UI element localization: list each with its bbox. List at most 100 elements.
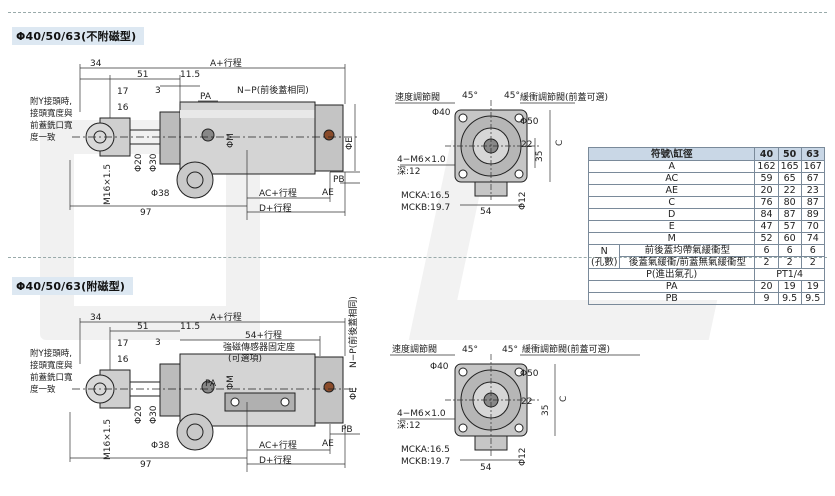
- label-35: 35: [535, 151, 545, 162]
- dim-17: 17: [117, 87, 128, 97]
- mag-dim-pb: PB: [341, 425, 353, 435]
- header-symbol: 符號\缸徑: [587, 147, 756, 161]
- header-50: 50: [777, 147, 802, 161]
- mag-dim-ac-stroke: AC+行程: [259, 439, 297, 451]
- label-speed-valve: 速度調節閥: [395, 91, 440, 103]
- mag-dim-d-stroke: D+行程: [259, 454, 291, 466]
- n-label-cell: N(孔數): [587, 244, 621, 269]
- mag-side-note-1: 附Y接頭時,: [30, 348, 72, 359]
- mag-side-note-2: 接頭寬度與: [30, 360, 73, 371]
- np-vertical-note: N−P(前後蓋相同): [347, 296, 359, 368]
- spec-table-header: 符號\缸徑 40 50 63: [587, 147, 825, 161]
- mag-dim-97: 97: [140, 460, 151, 470]
- dim-34: 34: [90, 59, 102, 69]
- dim-ae: AE: [322, 188, 334, 198]
- mag-label-c: C: [559, 396, 569, 402]
- mag-label-45deg-left: 45°: [462, 345, 478, 355]
- dim-phi-e: ΦE: [345, 137, 355, 150]
- dim-ac-stroke: AC+行程: [259, 187, 297, 199]
- mag-dim-phi20: Φ20: [134, 405, 144, 424]
- mag-label-m6: 4−M6×1.0: [397, 409, 446, 419]
- label-54: 54: [480, 207, 492, 217]
- sensor-note-2: (可選項): [228, 353, 262, 364]
- side-note-1: 附Y接頭時,: [30, 96, 72, 107]
- mag-dim-ae: AE: [322, 439, 334, 449]
- label-mckb: MCKB:19.7: [401, 203, 450, 213]
- table-row: P(進出氣孔)PT1/4: [587, 268, 825, 281]
- top-divider: [8, 12, 827, 13]
- side-note-3: 前蓋銑口寬: [30, 120, 73, 131]
- front-port: [201, 128, 215, 142]
- mid-divider: [8, 257, 827, 258]
- label-22: 22: [521, 140, 532, 150]
- mag-label-speed-valve: 速度調節閥: [392, 343, 437, 355]
- dim-3: 3: [155, 86, 161, 96]
- dim-m16: M16×1.5: [103, 164, 113, 205]
- dim-phi30: Φ30: [149, 153, 159, 172]
- mag-dim-phi38: Φ38: [151, 441, 170, 451]
- mount-circle: [176, 161, 214, 199]
- dim-phi20: Φ20: [134, 153, 144, 172]
- mag-label-35: 35: [541, 405, 551, 416]
- label-45deg-right: 45°: [504, 91, 520, 101]
- mag-side-note-4: 度一致: [30, 384, 56, 395]
- mag-dim-11-5: 11.5: [180, 322, 200, 332]
- rear-port: [323, 129, 335, 141]
- dim-pa: PA: [200, 92, 212, 102]
- dim-a-stroke: A+行程: [210, 57, 242, 69]
- header-40: 40: [754, 147, 779, 161]
- label-phi50: Φ50: [520, 117, 539, 127]
- mag-label-22: 22: [521, 397, 532, 407]
- mag-label-depth: 深:12: [397, 420, 421, 431]
- dim-pb: PB: [333, 175, 345, 185]
- dim-phi-m: ΦM: [226, 133, 236, 148]
- side-note-2: 接頭寬度與: [30, 108, 73, 119]
- mag-dim-phi-m: ΦM: [226, 375, 236, 390]
- mag-dim-16: 16: [117, 355, 129, 365]
- mag-dim-54-stroke: 54+行程: [245, 329, 282, 341]
- mag-label-phi40: Φ40: [430, 362, 449, 372]
- label-c: C: [555, 140, 565, 146]
- mag-dim-phi30: Φ30: [149, 405, 159, 424]
- mag-label-mcka: MCKA:16.5: [401, 445, 450, 455]
- label-phi12: Φ12: [518, 191, 528, 210]
- label-cushion-valve: 緩衝調節閥(前蓋可選): [520, 91, 608, 103]
- label-45deg-left: 45°: [462, 91, 478, 101]
- dim-d-stroke: D+行程: [259, 202, 291, 214]
- label-mcka: MCKA:16.5: [401, 191, 450, 201]
- mag-dim-a-stroke: A+行程: [210, 311, 242, 323]
- label-phi40: Φ40: [432, 108, 451, 118]
- sensor-note-1: 強磁傳感器固定座: [223, 341, 295, 353]
- mag-label-mckb: MCKB:19.7: [401, 457, 450, 467]
- dim-phi38: Φ38: [151, 189, 170, 199]
- note-np: N−P(前後蓋相同): [237, 84, 309, 96]
- mag-label-phi50: Φ50: [520, 369, 539, 379]
- dim-97: 97: [140, 208, 151, 218]
- mag-dim-phi-e: ΦE: [349, 387, 359, 400]
- mag-label-54: 54: [480, 463, 492, 473]
- side-note-4: 度一致: [30, 132, 56, 143]
- mag-label-phi12: Φ12: [518, 447, 528, 466]
- mag-label-cushion-valve: 緩衝調節閥(前蓋可選): [522, 343, 610, 355]
- header-63: 63: [800, 147, 825, 161]
- mag-dim-17: 17: [117, 339, 128, 349]
- mag-label-45deg-right: 45°: [502, 345, 518, 355]
- label-m6: 4−M6×1.0: [397, 155, 446, 165]
- dim-16: 16: [117, 103, 129, 113]
- sensor-mount: [224, 392, 296, 412]
- mag-dim-pa: PA: [205, 379, 217, 389]
